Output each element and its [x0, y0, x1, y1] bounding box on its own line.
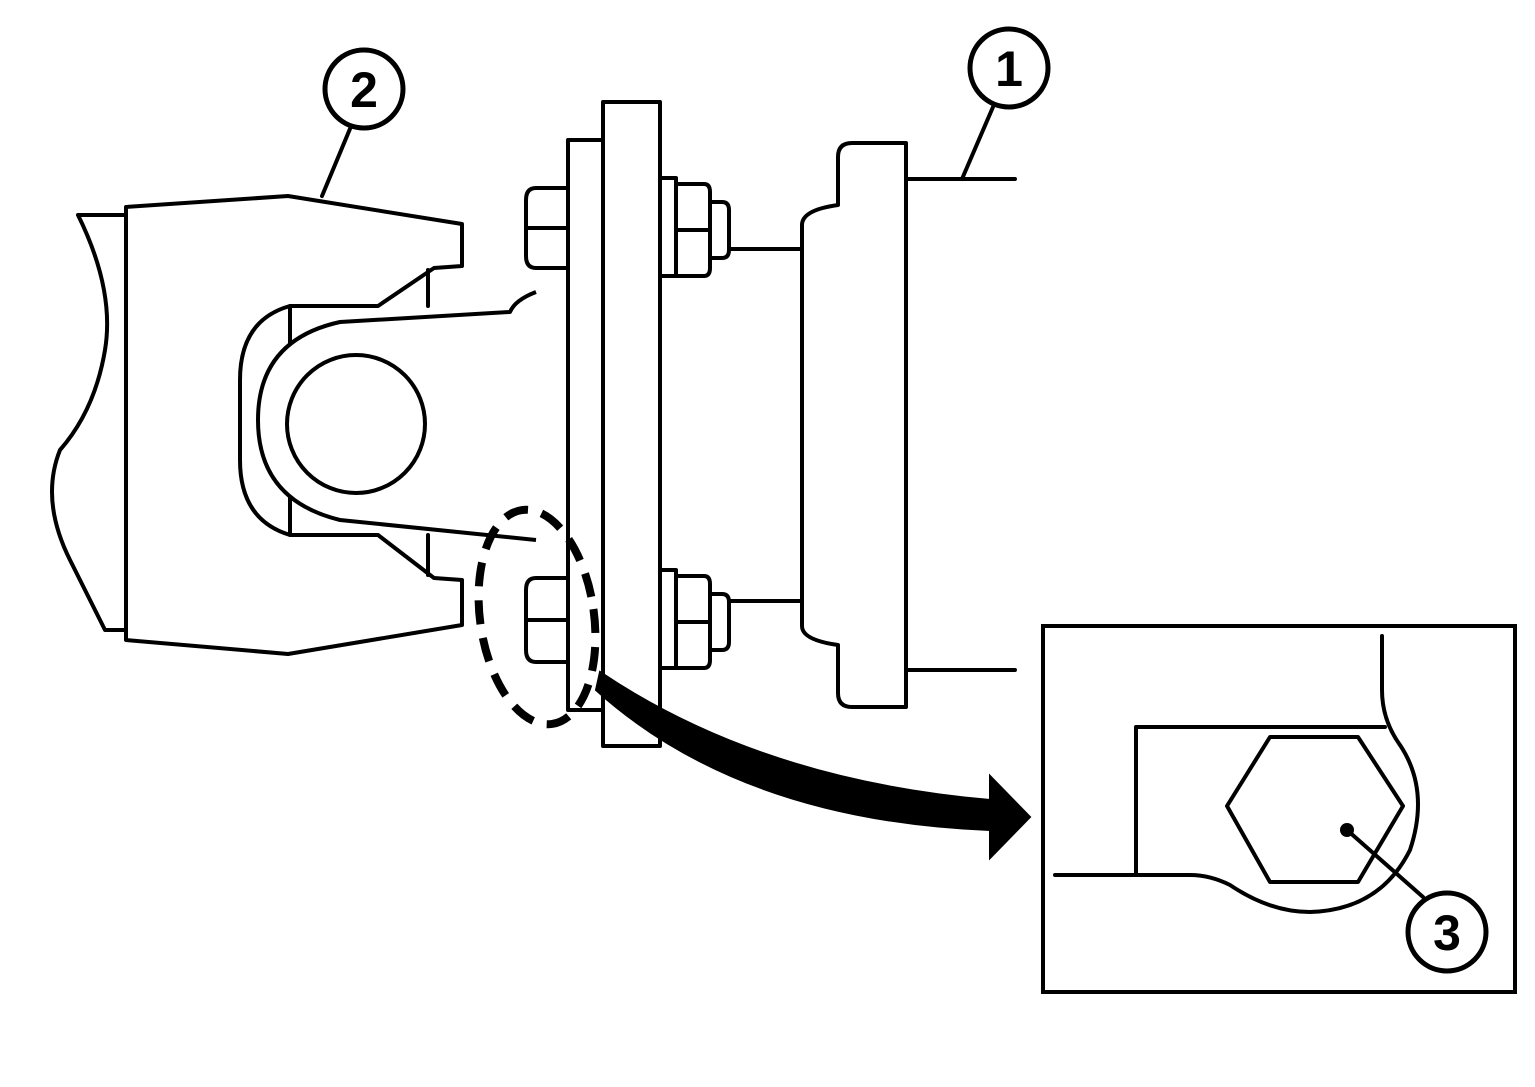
callout-3-label: 3 — [1433, 905, 1461, 961]
callout-1: 1 — [967, 26, 1051, 110]
leader-3 — [1345, 828, 1425, 899]
callout-2-label: 2 — [350, 62, 378, 118]
inset-plate-edge — [1053, 634, 1420, 914]
center-plates — [566, 100, 662, 748]
inset-hex-bolt — [1225, 735, 1405, 884]
yoke-recess — [238, 304, 292, 537]
companion-flange — [727, 141, 1017, 709]
callout-1-label: 1 — [995, 41, 1023, 97]
detail-arrow — [594, 670, 1032, 861]
detail-highlight-ellipse — [474, 505, 600, 729]
flange-body — [800, 141, 908, 709]
universal-joint-yoke — [50, 194, 537, 656]
shaft-cut-edge — [50, 213, 128, 632]
bolt-upper — [524, 176, 731, 278]
inset-head-outline — [1134, 725, 1387, 877]
plate-thick — [601, 100, 662, 748]
callout-2: 2 — [322, 47, 406, 131]
leader-1 — [960, 98, 998, 181]
bolt-lower — [524, 568, 731, 670]
bearing-cup — [285, 353, 427, 495]
callout-3: 3 — [1405, 890, 1489, 974]
leader-2 — [320, 122, 354, 198]
